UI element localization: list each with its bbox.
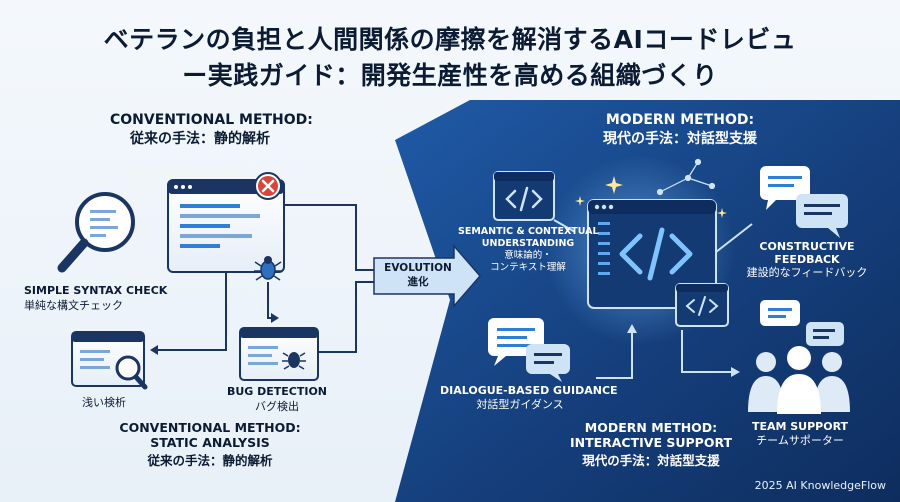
bug-detection-icon <box>239 327 319 381</box>
constructive-label: CONSTRUCTIVE FEEDBACK 建設的なフィードバック <box>732 240 882 279</box>
evolution-jp: 進化 <box>407 276 429 288</box>
right-footer: MODERN METHOD: INTERACTIVE SUPPORT 現代の手法… <box>566 420 736 469</box>
title-line-2: ー実践ガイド：開発生産性を高める組織づくり <box>182 61 718 90</box>
network-decoration <box>656 158 716 196</box>
dialogue-en: DIALOGUE-BASED GUIDANCE <box>440 384 618 397</box>
simple-syntax-en: SIMPLE SYNTAX CHECK <box>24 284 168 297</box>
team-support-jp: チームサポーター <box>756 434 844 447</box>
right-header: MODERN METHOD: 現代の手法：対話型支援 <box>590 112 770 148</box>
error-icon <box>254 172 282 200</box>
semantic-en2: UNDERSTANDING <box>481 238 575 249</box>
page-title: ベテランの負担と人間関係の摩擦を解消するAIコードレビュ ー実践ガイド：開発生産… <box>0 22 900 94</box>
bug-icon <box>254 256 282 281</box>
small-code-window-icon <box>675 283 729 327</box>
team-support-en: TEAM SUPPORT <box>751 420 849 433</box>
left-footer-jp: 従来の手法：静的解析 <box>147 453 273 468</box>
team-support-label: TEAM SUPPORT チームサポーター <box>740 420 860 448</box>
bug-detection-jp: バグ検出 <box>255 400 299 413</box>
right-footer-jp: 現代の手法：対話型支援 <box>582 453 720 468</box>
right-flow-arrows <box>553 219 753 379</box>
semantic-window-icon <box>493 171 555 221</box>
shallow-search-icon <box>71 331 148 390</box>
left-arrowheads <box>150 313 279 355</box>
right-arrowheads <box>627 324 740 377</box>
constructive-en2: FEEDBACK <box>774 253 840 266</box>
simple-syntax-jp: 単純な構文チェック <box>24 299 123 312</box>
right-footer-en2: INTERACTIVE SUPPORT <box>569 435 733 450</box>
constructive-en1: CONSTRUCTIVE <box>759 240 855 253</box>
left-flow-arrows <box>154 204 382 353</box>
bug-detection-label: BUG DETECTION バグ検出 <box>222 385 332 414</box>
right-footer-en1: MODERN METHOD: <box>584 420 718 435</box>
team-support-icon <box>748 300 850 414</box>
shallow-search-label: 浅い検析 <box>82 396 126 409</box>
semantic-en1: SEMANTIC & CONTEXTUAL <box>458 226 599 237</box>
feedback-bubbles-icon <box>760 166 848 238</box>
evolution-arrow <box>373 243 481 309</box>
title-line-1: ベテランの負担と人間関係の摩擦を解消するAIコードレビュ <box>103 25 797 54</box>
dialogue-label: DIALOGUE-BASED GUIDANCE 対話型ガイダンス <box>440 384 618 412</box>
bug-detection-en: BUG DETECTION <box>226 385 328 398</box>
left-footer-en1: CONVENTIONAL METHOD: <box>119 420 301 435</box>
simple-syntax-label: SIMPLE SYNTAX CHECK 単純な構文チェック <box>24 284 167 313</box>
ai-code-window-icon <box>587 199 717 309</box>
left-header-jp: 従来の手法：静的解析 <box>130 131 270 147</box>
constructive-jp: 建設的なフィードバック <box>746 266 868 279</box>
semantic-jp1: 意味論的・ <box>504 250 552 261</box>
semantic-jp2: コンテキスト理解 <box>490 262 566 273</box>
footer-credit: 2025 AI KnowledgeFlow <box>754 479 886 492</box>
sparkle-decoration <box>575 176 727 218</box>
magnifier-icon <box>57 192 135 273</box>
evolution-en: EVOLUTION <box>384 262 452 274</box>
semantic-label: SEMANTIC & CONTEXTUAL UNDERSTANDING 意味論的… <box>458 226 599 274</box>
dialogue-bubbles-icon <box>488 318 570 382</box>
left-footer-en2: STATIC ANALYSIS <box>150 435 270 450</box>
left-header: CONVENTIONAL METHOD: 従来の手法：静的解析 <box>110 112 313 148</box>
dialogue-jp: 対話型ガイダンス <box>476 398 564 411</box>
left-footer: CONVENTIONAL METHOD: STATIC ANALYSIS 従来の… <box>110 420 310 469</box>
left-header-en: CONVENTIONAL METHOD: <box>110 112 313 128</box>
right-header-jp: 現代の手法：対話型支援 <box>603 131 757 147</box>
right-header-en: MODERN METHOD: <box>605 112 755 128</box>
evolution-label: EVOLUTION 進化 <box>384 262 452 289</box>
